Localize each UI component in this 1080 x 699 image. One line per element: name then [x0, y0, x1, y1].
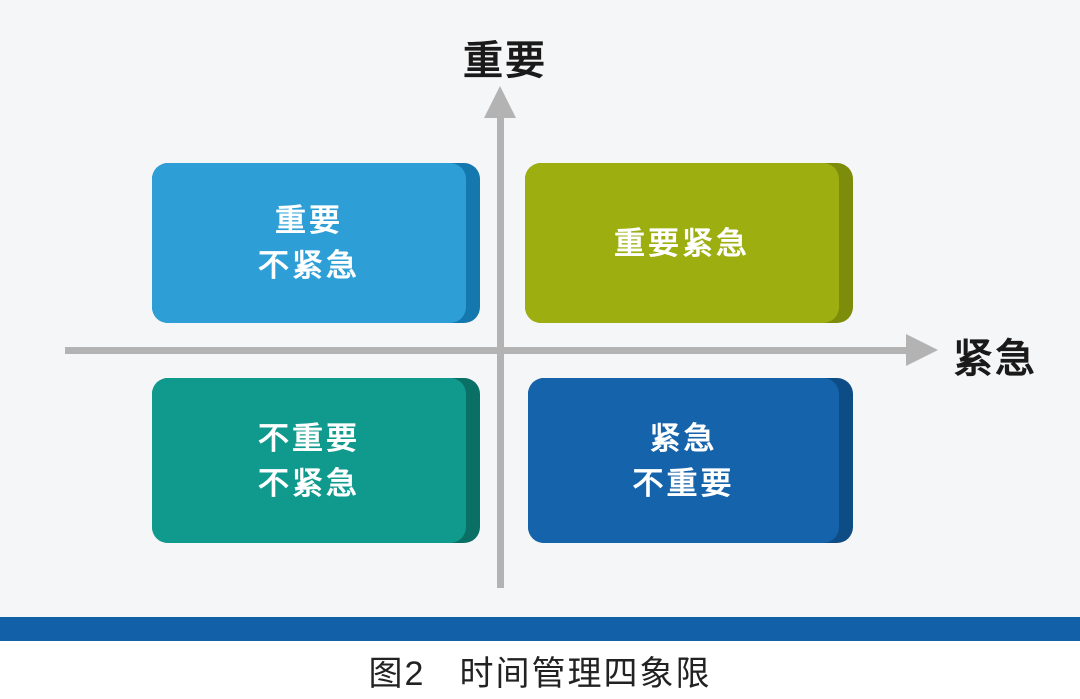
- quadrant-face: 紧急 不重要: [528, 378, 839, 543]
- x-axis-line: [65, 347, 910, 354]
- quadrant-label-line2: 不重要: [632, 465, 735, 501]
- figure-caption-number: 图2: [368, 654, 426, 693]
- quadrant-face: 重要紧急: [525, 163, 839, 323]
- x-axis-label: 紧急: [953, 337, 1037, 381]
- y-axis-label: 重要: [463, 39, 547, 83]
- divider-bar: [0, 617, 1080, 641]
- quadrant-important-not-urgent: 重要 不紧急: [152, 163, 480, 323]
- caption-area: 图2 时间管理四象限: [0, 641, 1080, 699]
- quadrant-label-line2: 不紧急: [258, 465, 360, 501]
- y-axis-arrow-up-icon: [484, 86, 516, 118]
- quadrant-label-line1: 不重要: [258, 420, 360, 456]
- quadrant-label-line1: 紧急: [649, 420, 718, 456]
- quadrant-not-important-not-urgent: 不重要 不紧急: [152, 378, 480, 543]
- quadrant-label-line2: 不紧急: [258, 248, 360, 283]
- quadrant-label-line1: 重要: [275, 203, 343, 238]
- quadrant-urgent-not-important: 紧急 不重要: [528, 378, 853, 543]
- quadrant-label-line1: 重要紧急: [614, 225, 750, 261]
- quadrant-face: 不重要 不紧急: [152, 378, 466, 543]
- figure-caption-title: 时间管理四象限: [459, 654, 712, 693]
- figure-caption: 图2 时间管理四象限: [369, 646, 712, 695]
- quadrant-important-urgent: 重要紧急: [525, 163, 853, 323]
- quadrant-face: 重要 不紧急: [152, 163, 466, 323]
- x-axis-arrow-right-icon: [906, 334, 938, 366]
